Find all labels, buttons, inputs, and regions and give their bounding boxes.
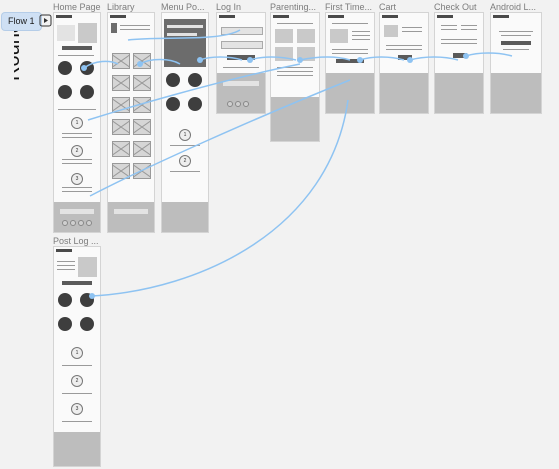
- frame-library[interactable]: [107, 12, 155, 233]
- connector-postlog-firsttime: [91, 99, 349, 297]
- connector-firsttime-cart: [359, 56, 405, 61]
- hotspot-dot: [357, 57, 363, 63]
- frame-label-android[interactable]: Android L...: [490, 2, 537, 12]
- connector-parenting-firsttime: [299, 56, 351, 61]
- frame-label-library[interactable]: Library: [107, 2, 135, 12]
- connector-menu-login: [199, 56, 243, 61]
- frame-login[interactable]: [216, 12, 266, 114]
- frame-label-login[interactable]: Log In: [216, 2, 242, 12]
- frame-label-parenting[interactable]: Parenting...: [270, 2, 317, 12]
- hotspot-dot: [463, 53, 469, 59]
- play-flow-icon[interactable]: [39, 14, 52, 27]
- connector-home-library: [83, 60, 119, 69]
- frame-label-postlog[interactable]: Post Log ...: [53, 236, 99, 246]
- frame-label-home[interactable]: Home Page: [53, 2, 101, 12]
- hotspot-dot: [89, 293, 95, 299]
- frame-home[interactable]: 1 2 3: [53, 12, 101, 233]
- frame-label-firsttime[interactable]: First Time...: [325, 2, 372, 12]
- connector-checkout-android: [465, 52, 513, 57]
- connector-cart-checkout: [409, 56, 459, 61]
- hotspot-dot: [137, 61, 143, 67]
- frame-label-cart[interactable]: Cart: [379, 2, 397, 12]
- frame-checkout[interactable]: [434, 12, 484, 114]
- frame-postlog[interactable]: 1 2 3: [53, 246, 101, 467]
- connector-home-firsttime: [89, 79, 351, 197]
- frame-menu[interactable]: 1 2: [161, 12, 209, 233]
- frame-label-checkout[interactable]: Check Out: [434, 2, 477, 12]
- connector-home-parenting: [87, 63, 301, 121]
- hotspot-dot: [81, 65, 87, 71]
- frame-firsttime[interactable]: [325, 12, 375, 114]
- hotspot-dot: [197, 57, 203, 63]
- hotspot-dot: [247, 57, 253, 63]
- connector-library-login: [127, 29, 241, 41]
- hotspot-dot: [407, 57, 413, 63]
- connector-login-parenting: [249, 56, 297, 61]
- frame-android[interactable]: [490, 12, 542, 114]
- hotspot-dot: [297, 57, 303, 63]
- flow-starting-point-tag[interactable]: Flow 1: [2, 13, 41, 30]
- connector-library-menu: [139, 58, 181, 65]
- frame-label-menu[interactable]: Menu Po...: [161, 2, 205, 12]
- frame-cart[interactable]: [379, 12, 429, 114]
